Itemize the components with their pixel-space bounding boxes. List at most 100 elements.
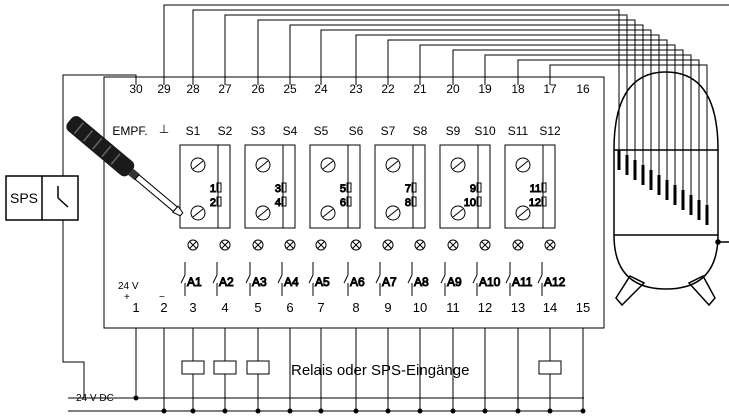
module-frame	[179, 144, 231, 229]
signal-label: S3	[251, 124, 266, 138]
terminal-cross	[514, 241, 522, 249]
terminal-cross	[481, 241, 489, 249]
terminal-ring	[447, 239, 459, 251]
contact-blade	[180, 274, 186, 284]
screw-slot	[452, 160, 464, 170]
screw-icon	[255, 205, 271, 221]
terminal-ring	[187, 239, 199, 251]
contact-label: A12	[544, 275, 566, 289]
output-contact: A6	[343, 262, 366, 296]
probe-wire	[452, 49, 684, 210]
contact-blade	[343, 274, 349, 284]
screwdriver-shaft	[134, 174, 178, 213]
module-frame	[309, 144, 361, 229]
terminal-ring	[315, 239, 327, 251]
bottom-terminal-number: 12	[478, 300, 492, 315]
top-terminal-number: 22	[381, 82, 395, 96]
top-terminal-number: 21	[413, 82, 427, 96]
top-terminal-number: 24	[314, 82, 328, 96]
screw-icon	[320, 157, 336, 173]
power-bus	[68, 328, 586, 414]
bottom-terminal-number: 10	[413, 300, 427, 315]
screwdriver-icon	[66, 116, 184, 217]
screw-head	[450, 205, 466, 221]
terminal-ring	[252, 239, 264, 251]
screw-head	[255, 157, 271, 173]
signal-label-receiver: EMPF.	[112, 124, 147, 138]
sps-block: SPS	[5, 74, 137, 398]
channel-module: 12	[179, 144, 231, 229]
top-terminal-number: 26	[251, 82, 265, 96]
top-terminal-number: 27	[218, 82, 232, 96]
module-frame	[374, 144, 426, 229]
probe-signal-lines	[163, 4, 729, 225]
screw-icon	[190, 205, 206, 221]
top-terminal-number: 19	[478, 82, 492, 96]
bottom-terminal-number: 5	[254, 300, 261, 315]
contact-blade	[212, 274, 218, 284]
sps-contact-blade	[57, 197, 69, 208]
relay-coil	[181, 360, 205, 375]
channel-led	[541, 182, 547, 193]
channel-led	[411, 182, 417, 193]
signal-label: S7	[381, 124, 396, 138]
contact-label: A9	[447, 275, 462, 289]
channel-led	[216, 196, 222, 207]
terminal-cross	[384, 241, 392, 249]
supply-plus-label: +	[124, 292, 130, 303]
handle-grip	[73, 122, 84, 135]
screw-head	[515, 157, 531, 173]
terminal-cross	[352, 241, 360, 249]
screw-icon	[515, 205, 531, 221]
probe-wire	[355, 34, 660, 195]
bottom-terminal-number: 2	[160, 300, 167, 315]
screw-head	[385, 205, 401, 221]
module-frame	[244, 144, 296, 229]
signal-label: S2	[218, 124, 233, 138]
screw-icon	[515, 157, 531, 173]
screw-slot	[387, 160, 399, 170]
screw-slot	[257, 160, 269, 170]
junction-dot	[450, 408, 456, 414]
contact-blade	[472, 274, 478, 284]
junction-dot	[190, 408, 196, 414]
terminal-ring	[382, 239, 394, 251]
signal-label: S12	[539, 124, 561, 138]
contact-blade	[245, 274, 251, 284]
screw-head	[320, 157, 336, 173]
terminal-screw-icon	[447, 239, 459, 251]
contact-label: A6	[350, 275, 365, 289]
screw-icon	[320, 205, 336, 221]
relay-coil	[538, 360, 562, 375]
handle-grip	[82, 130, 94, 142]
signal-label: S8	[413, 124, 428, 138]
terminal-cross	[189, 241, 197, 249]
top-terminal-number: 17	[543, 82, 557, 96]
terminal-cross	[449, 241, 457, 249]
signal-label: S1	[186, 124, 201, 138]
signal-label-ground: ⊥	[159, 122, 169, 136]
terminal-screw-icon	[187, 239, 199, 251]
bottom-terminal-number: 6	[286, 300, 293, 315]
output-contact: A3	[245, 262, 268, 296]
top-terminal-number: 29	[157, 82, 171, 96]
output-contact: A2	[212, 262, 235, 296]
channel-number: 10	[464, 197, 476, 209]
terminal-ring	[284, 239, 296, 251]
terminal-cross	[416, 241, 424, 249]
terminal-screw-icon	[512, 239, 524, 251]
junction-dot	[547, 408, 553, 414]
sps-receiver-wire	[62, 74, 137, 176]
terminal-screw-icon	[414, 239, 426, 251]
contact-label: A2	[219, 275, 234, 289]
junction-dot	[385, 408, 391, 414]
screw-icon	[450, 157, 466, 173]
channel-module: 56	[309, 144, 361, 229]
probe-wire	[320, 29, 652, 190]
bottom-terminal-number: 4	[221, 300, 228, 315]
screw-slot	[192, 160, 204, 170]
dc-supply-label: 24 V DC	[76, 393, 114, 404]
terminal-ring	[219, 239, 231, 251]
